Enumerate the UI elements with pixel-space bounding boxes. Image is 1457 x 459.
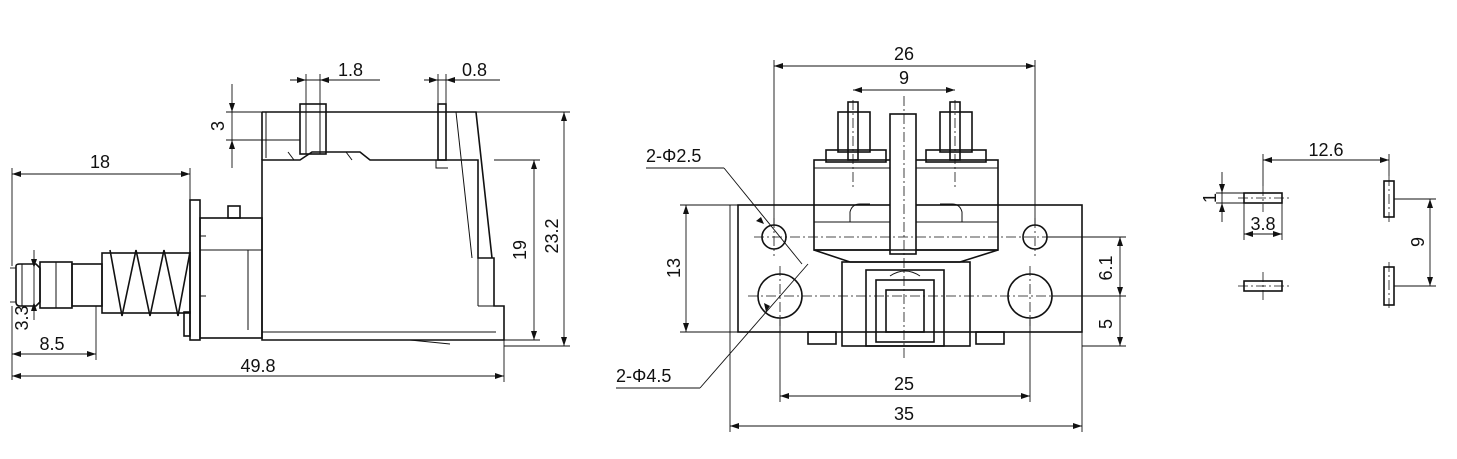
- dim-side-49-8: 49.8: [12, 340, 505, 382]
- dim-front-25: 25: [779, 318, 1031, 402]
- dim-label-0-8: 0.8: [462, 60, 487, 80]
- actuator-bracket: [807, 249, 1005, 347]
- plunger: [15, 252, 191, 314]
- dim-pin-1: 1: [1200, 172, 1244, 222]
- dim-label-23-2: 23.2: [542, 218, 562, 253]
- dim-label-25: 25: [894, 374, 914, 394]
- dim-side-18: 18: [11, 152, 191, 266]
- dim-front-26: 26: [773, 44, 1036, 225]
- dim-label-12-6: 12.6: [1308, 140, 1343, 160]
- front-view: 26 9 13 6.1: [616, 44, 1126, 432]
- pin-layout: 12.6 1 3.8 9: [1200, 140, 1436, 310]
- dim-front-35: 35: [729, 205, 1083, 432]
- dim-side-0-8: 0.8: [424, 60, 500, 104]
- dim-side-8-5: 8.5: [11, 306, 97, 380]
- dim-label-pin-9: 9: [1408, 237, 1428, 247]
- dim-label-19: 19: [510, 240, 530, 260]
- dim-front-9: 9: [853, 68, 955, 93]
- dim-front-6-1: 6.1: [1047, 236, 1126, 297]
- dim-pin-12-6: 12.6: [1262, 140, 1390, 186]
- dim-label-26: 26: [894, 44, 914, 64]
- dim-label-5: 5: [1096, 319, 1116, 329]
- callout-small-holes: 2-Φ2.5: [646, 146, 803, 265]
- dim-label-9: 9: [899, 68, 909, 88]
- dim-label-18: 18: [90, 152, 110, 172]
- dim-label-3-3: 3.3: [12, 305, 32, 330]
- dim-side-3: 3: [208, 84, 300, 168]
- dim-label-13: 13: [664, 258, 684, 278]
- dim-label-6-1: 6.1: [1096, 255, 1116, 280]
- callout-label-large-holes: 2-Φ4.5: [616, 366, 671, 386]
- dim-label-1: 1: [1200, 193, 1220, 203]
- dim-label-1-8: 1.8: [338, 60, 363, 80]
- front-housing: [199, 205, 263, 339]
- dim-side-23-2: 23.2: [476, 111, 570, 347]
- dim-label-8-5: 8.5: [39, 334, 64, 354]
- callout-large-holes: 2-Φ4.5: [616, 263, 809, 389]
- dim-label-3: 3: [208, 121, 228, 131]
- dim-side-1-8: 1.8: [290, 60, 380, 104]
- spring: [109, 249, 191, 317]
- dim-label-3-8: 3.8: [1250, 214, 1275, 234]
- dim-pin-9: 9: [1394, 198, 1436, 287]
- main-body: [261, 103, 505, 345]
- dim-front-5: 5: [1082, 296, 1126, 347]
- dim-label-35: 35: [894, 404, 914, 424]
- side-view: 3 1.8 0.8 18: [10, 60, 570, 382]
- dim-label-49-8: 49.8: [240, 356, 275, 376]
- front-terminals: [825, 101, 987, 255]
- callout-label-small-holes: 2-Φ2.5: [646, 146, 701, 166]
- dim-side-19: 19: [494, 159, 540, 341]
- dim-pin-3-8: 3.8: [1243, 203, 1283, 240]
- dim-front-13: 13: [664, 204, 738, 333]
- dim-side-3-3: 3.3: [10, 250, 37, 331]
